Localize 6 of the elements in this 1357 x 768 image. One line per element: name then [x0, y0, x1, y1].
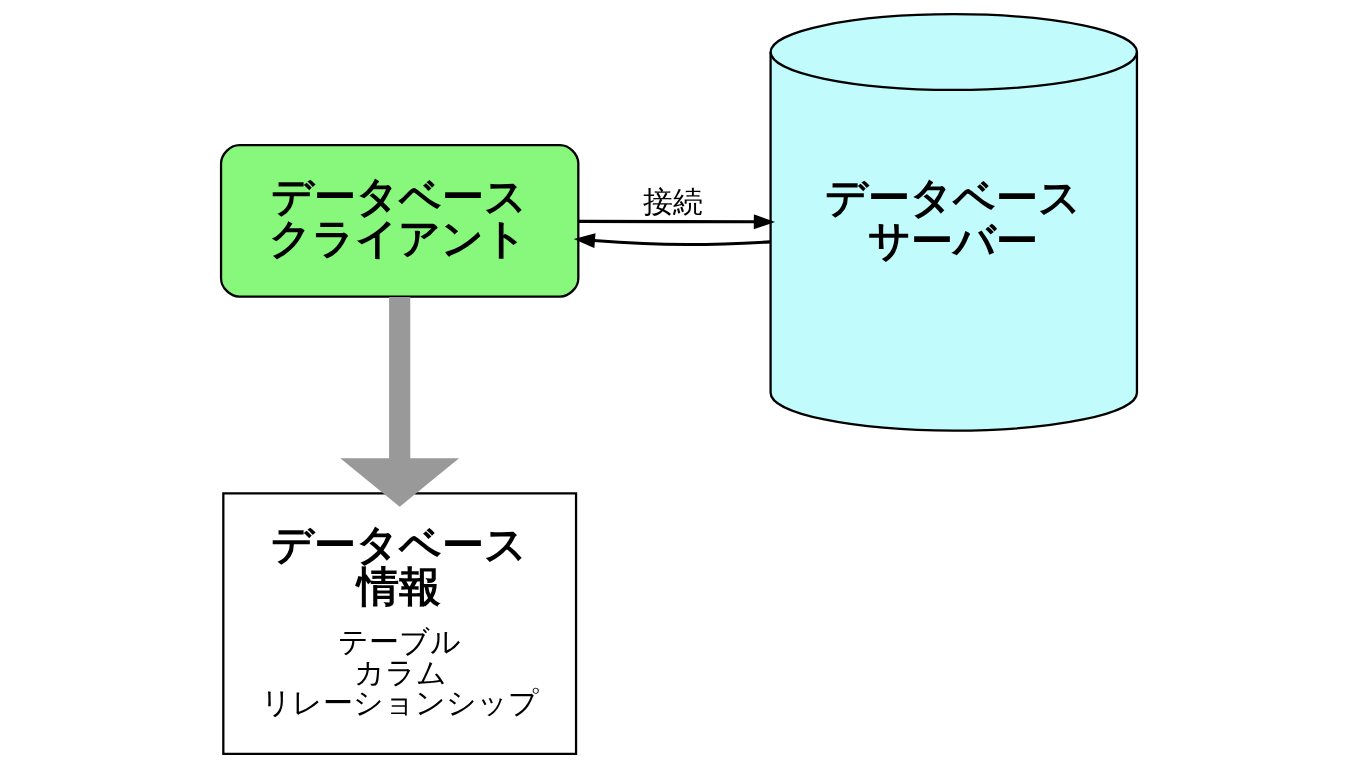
node-box: データベース情報 テーブル カラム リレーションシップ — [221, 492, 577, 755]
node-box: データベースクライアント — [219, 144, 579, 298]
arrow — [339, 296, 459, 507]
edge-label: 接続 — [642, 183, 703, 219]
arrow — [578, 214, 775, 230]
arrow — [573, 233, 770, 249]
